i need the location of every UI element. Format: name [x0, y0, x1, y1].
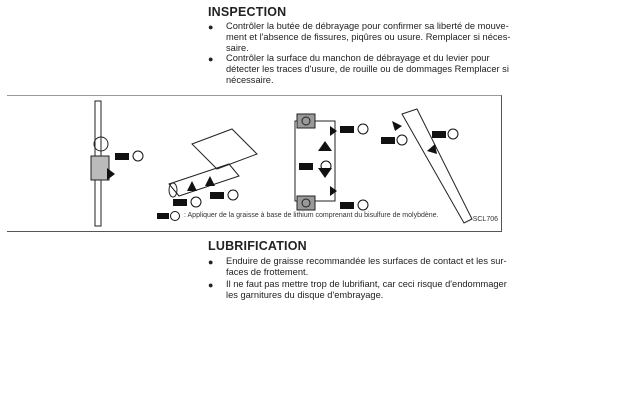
text-line: Il ne faut pas mettre trop de lubrifiant… — [226, 279, 507, 289]
bullet: ● — [208, 280, 214, 290]
arrow-icons — [107, 121, 437, 196]
lubrification-heading: LUBRIFICATION — [208, 239, 307, 253]
text-line: saire. — [226, 43, 249, 53]
text-line: Contrôler la butée de débrayage pour con… — [226, 21, 509, 31]
lubrication-figure: : Appliquer de la graisse à base de lith… — [7, 95, 502, 232]
figure-illustration — [90, 100, 473, 227]
figure-code: SCL706 — [472, 216, 498, 223]
text-line: Contrôler la surface du manchon de débra… — [226, 53, 490, 63]
text-line: détecter les traces d'usure, de rouille … — [226, 64, 509, 74]
figure-caption: : Appliquer de la graisse à base de lith… — [184, 212, 439, 219]
text-line: nécessaire. — [226, 75, 274, 85]
bullet: ● — [208, 22, 214, 32]
text-line: les garnitures du disque d'embrayage. — [226, 290, 384, 300]
text-line: ment et l'absence de fissures, piqûres o… — [226, 32, 511, 42]
bullet: ● — [208, 257, 214, 267]
bullet: ● — [208, 54, 214, 64]
text-line: faces de frottement. — [226, 267, 309, 277]
inspection-heading: INSPECTION — [208, 5, 287, 19]
text-line: Enduire de graisse recommandée les surfa… — [226, 256, 507, 266]
grease-symbol-icons — [115, 123, 459, 221]
